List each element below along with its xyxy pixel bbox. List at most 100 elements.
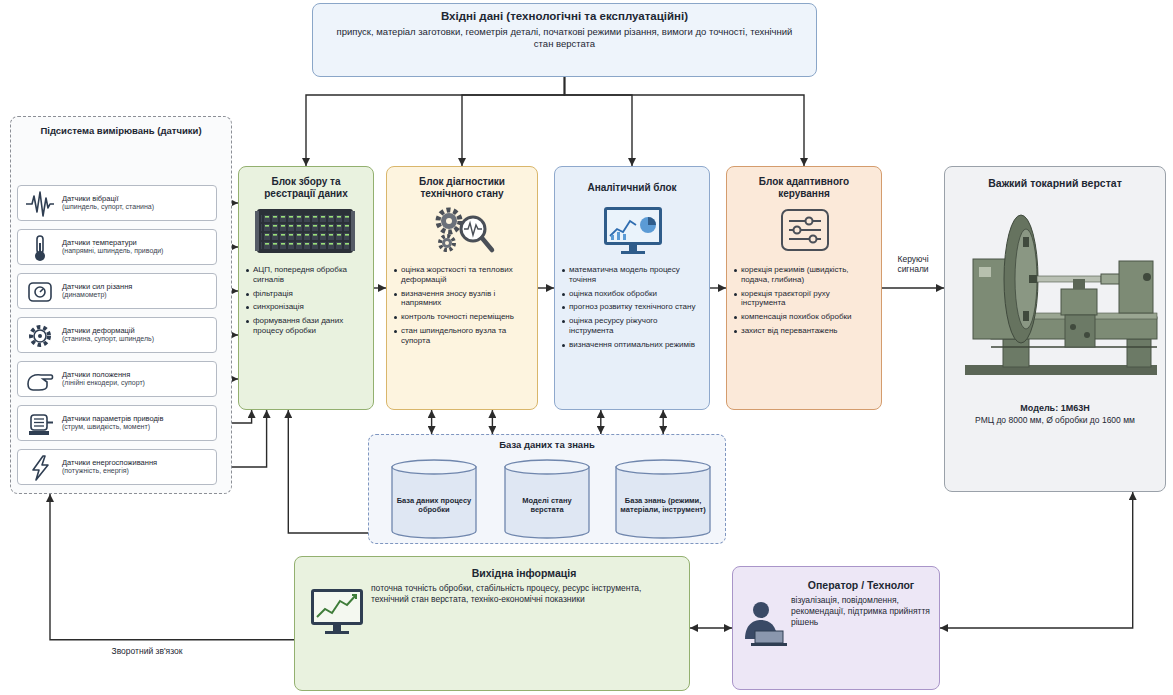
graphic-part (794, 227, 801, 234)
graphic-part (1004, 215, 1038, 343)
connector (600, 410, 601, 434)
graphic-part (257, 209, 353, 253)
node-content: Аналітичний блокматематична модель проце… (555, 167, 709, 409)
node-text: візуалізація, повідомлення, рекомендації… (791, 595, 931, 628)
graphic-part (1061, 289, 1097, 315)
operator-icon (741, 599, 787, 649)
bullet-dot (394, 293, 397, 296)
bullet-dot (394, 316, 397, 319)
database-cylinder: База знань (режими, матеріали, інструмен… (615, 459, 711, 539)
node-title: Важкий токарний верстат (953, 177, 1157, 189)
node-content: Датчики вібрації(шпиндель, супорт, стани… (18, 186, 216, 220)
node-title: База даних процесу обробки (396, 496, 472, 514)
graphic-part (37, 236, 43, 253)
graphic-part (29, 283, 51, 301)
node-text: АЦП, попередня обробка сигналів (253, 265, 367, 285)
graphic-part (34, 425, 44, 426)
node-text: компенсація похибок обробки (741, 312, 875, 322)
node-title: Блок адаптивного керування (733, 175, 875, 201)
graphic-part (979, 267, 991, 277)
bullet-row: АЦП, попередня обробка сигналів (245, 265, 367, 285)
graphic-part (617, 232, 620, 240)
node-text: формування бази даних процесу обробки (253, 316, 367, 336)
node-content: Моделі стану верстата (504, 459, 590, 539)
energy-icon (25, 454, 55, 482)
graphic-part (440, 236, 454, 250)
node-text: захист від перевантажень (741, 326, 875, 336)
output-monitor-icon (309, 587, 365, 637)
bullet-dot (734, 293, 737, 296)
bullet-dot (734, 330, 737, 333)
bullet-row: фільтрація (245, 289, 367, 299)
sensor-box: Датчики деформацій(станина, супорт, шпин… (17, 317, 217, 353)
bullet-row: визначення зносу вузлів і напрямних (393, 289, 531, 309)
graphic-part (482, 238, 492, 250)
node-text: Модель: 1М63Н (953, 403, 1157, 413)
gear-icon (25, 322, 55, 350)
sensor-box: Датчики положення(лінійні енкодери, супо… (17, 361, 217, 397)
graphic-part (352, 595, 356, 599)
node-title: Датчики енергоспоживання (62, 458, 212, 467)
connector (663, 410, 664, 434)
node-title: Вхідні дані (технологічні та експлуатаці… (441, 10, 688, 22)
graphic-part (648, 217, 656, 225)
node-content: Датчики температури(напрямні, шпиндель, … (18, 230, 216, 264)
node-text: оцінка ресурсу ріжучого інструмента (569, 316, 703, 336)
graphic-part (623, 234, 626, 240)
node-text: оцінка жорсткості та теплових деформацій (401, 265, 531, 285)
bullet-dot (562, 344, 565, 347)
sensor-box: Датчики температури(напрямні, шпиндель, … (17, 229, 217, 265)
graphic-part (621, 251, 645, 254)
node-title: Блок діагностики технічного стану (393, 175, 531, 201)
bullet-dot (562, 293, 565, 296)
node-content: Блок адаптивного керування корекція режим… (727, 167, 881, 409)
node-title: Датчики сил різання (62, 282, 212, 291)
node-text: (шпиндель, супорт, станина) (62, 203, 212, 211)
graphic-part (38, 334, 42, 338)
process-block: Блок збору та реєстрації данихАЦП, попер… (238, 166, 374, 410)
sensor-box: Датчики вібрації(шпиндель, супорт, стани… (17, 185, 217, 221)
sensor-box: Датчики енергоспоживання(потужність, ене… (17, 449, 217, 485)
position-icon (25, 366, 55, 394)
connector (374, 287, 386, 288)
bullet-row: математична модель процесу точіння (561, 265, 703, 285)
graphic-part (1003, 339, 1029, 367)
graphic-part (751, 643, 787, 646)
connector (492, 410, 493, 434)
node-text: (потужність, енергія) (62, 467, 212, 475)
node-content: Вихідна інформаціяпоточна точність оброб… (295, 557, 689, 690)
graphic-part (261, 213, 349, 249)
node-content: Датчики сил різання(динамометр) (18, 274, 216, 308)
connector (431, 410, 432, 434)
graphic-part (47, 422, 53, 424)
node-text: (станина, супорт, шпиндель) (62, 335, 212, 343)
edge-label: Керуючі сигнали (884, 254, 942, 274)
thermometer-icon (25, 234, 55, 262)
graphic-part (1070, 324, 1076, 330)
connector (462, 77, 565, 166)
bullet-dot (734, 269, 737, 272)
node-title: Датчики деформацій (62, 326, 212, 335)
node-title: Датчики параметрів приводів (62, 414, 212, 423)
graphic-part (351, 211, 355, 251)
bullet-row: корекція траєкторії руху інструмента (733, 289, 875, 309)
cylinder-body (505, 467, 589, 538)
bullet-dot (562, 269, 565, 272)
node-content: Блок збору та реєстрації данихАЦП, попер… (239, 167, 373, 409)
cylinder-top (505, 460, 589, 474)
node-text: корекція режимів (швидкість, подача, гли… (741, 265, 875, 285)
node-title: Датчики вібрації (62, 194, 212, 203)
graphic-part (782, 210, 828, 250)
node-title: Датчики положення (62, 370, 212, 379)
graphic-part (28, 375, 53, 390)
graphic-part (333, 625, 341, 631)
bullet-row: компенсація похибок обробки (733, 312, 875, 322)
node-text: РМЦ до 8000 мм, Ø обробки до 1600 мм (953, 415, 1157, 426)
database-group: База даних та знаньБаза даних процесу об… (368, 434, 726, 544)
bullet-row: визначення оптимальних режимів (561, 340, 703, 350)
graphic-part (255, 211, 259, 251)
node-title: Датчики температури (62, 238, 212, 247)
connector (690, 627, 732, 628)
bullet-row: оцінка жорсткості та теплових деформацій (393, 265, 531, 285)
graphic-part (1023, 311, 1029, 321)
